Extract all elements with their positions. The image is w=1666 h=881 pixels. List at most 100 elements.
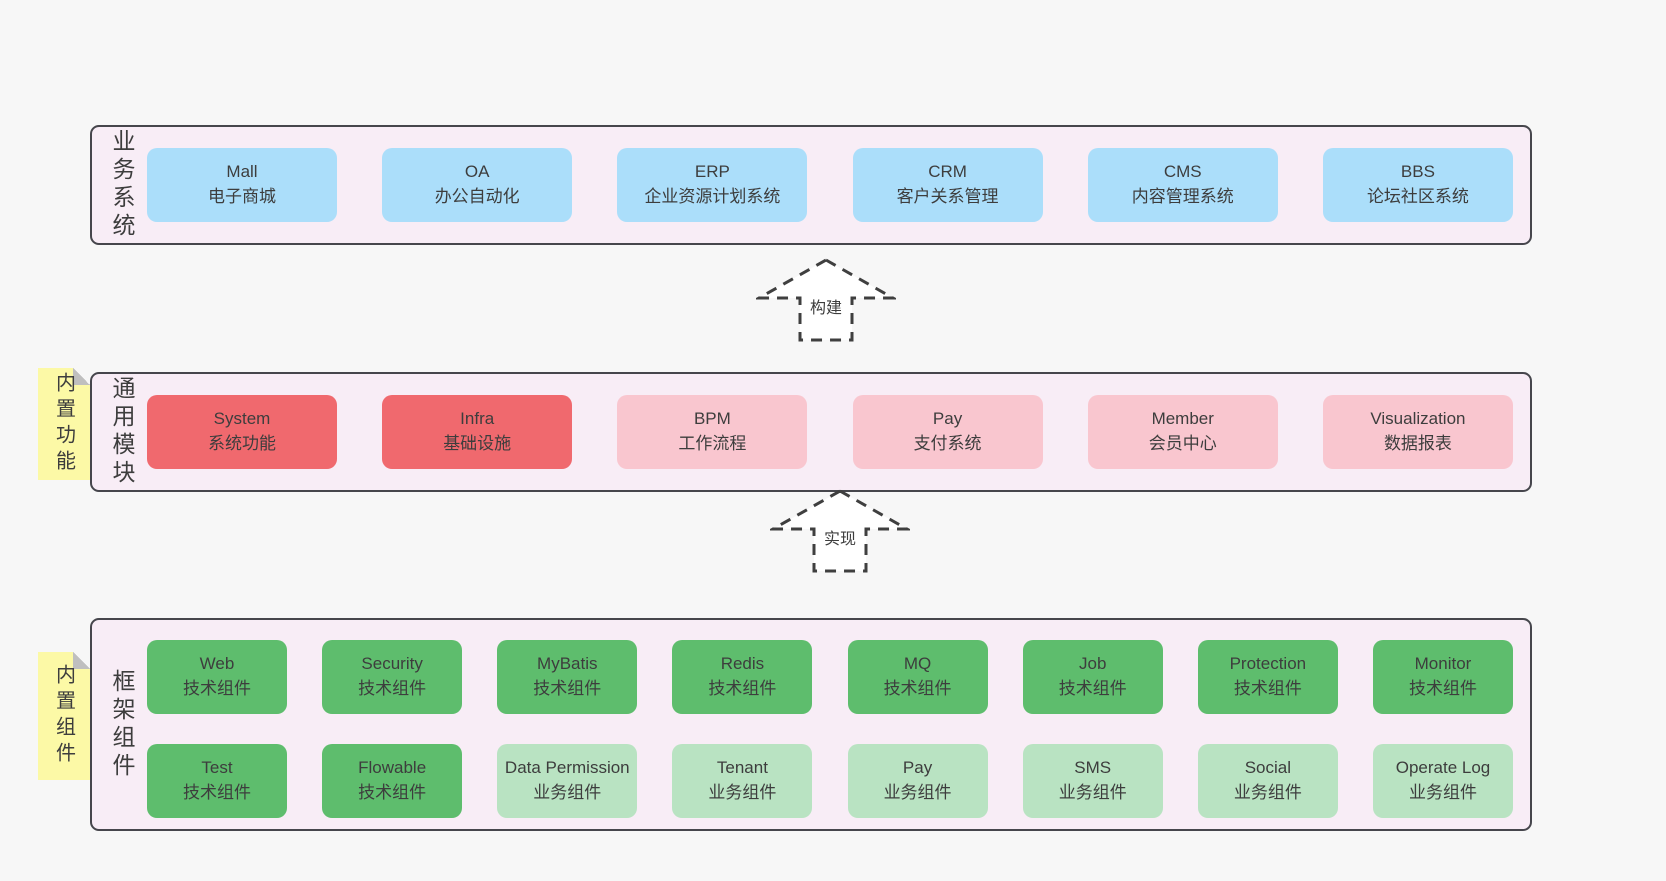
band-label-framework-components: 框架组件	[109, 668, 135, 781]
box-subtitle: 办公自动化	[434, 187, 520, 206]
box-subtitle: 论坛社区系统	[1366, 187, 1469, 206]
band-common-modules: 通用模块 System 系统功能 Infra 基础设施 BPM 工作流程 Pay…	[90, 372, 1532, 492]
box-title: Mall	[226, 162, 258, 182]
box-subtitle: 技术组件	[358, 679, 427, 698]
box-pay-system: Pay 支付系统	[852, 395, 1043, 469]
box-title: Social	[1244, 758, 1291, 778]
box-title: Pay	[902, 758, 933, 778]
box-mybatis: MyBatis 技术组件	[497, 640, 638, 714]
folded-corner-icon	[73, 368, 90, 385]
box-cms: CMS 内容管理系统	[1087, 148, 1278, 222]
box-pay-component: Pay 业务组件	[847, 744, 988, 818]
band-business-systems: 业务系统 Mall 电子商城 OA 办公自动化 ERP 企业资源计划系统 CRM…	[90, 125, 1532, 245]
box-security: Security 技术组件	[322, 640, 463, 714]
box-test: Test 技术组件	[147, 744, 287, 818]
box-subtitle: 业务组件	[1058, 783, 1127, 802]
box-flowable: Flowable 技术组件	[322, 744, 463, 818]
box-title: Job	[1078, 654, 1107, 674]
box-subtitle: 数据报表	[1383, 434, 1452, 453]
box-subtitle: 业务组件	[708, 783, 777, 802]
box-subtitle: 业务组件	[883, 783, 952, 802]
box-tenant: Tenant 业务组件	[672, 744, 813, 818]
box-visualization: Visualization 数据报表	[1322, 395, 1513, 469]
box-infra: Infra 基础设施	[382, 395, 573, 469]
box-subtitle: 技术组件	[533, 679, 602, 698]
box-title: Pay	[932, 409, 963, 429]
box-title: Test	[201, 758, 233, 778]
box-subtitle: 基础设施	[443, 434, 512, 453]
box-title: Security	[361, 654, 423, 674]
box-subtitle: 客户关系管理	[896, 187, 999, 206]
band-business-systems-content: Mall 电子商城 OA 办公自动化 ERP 企业资源计划系统 CRM 客户关系…	[147, 148, 1513, 222]
build-arrow-label: 构建	[808, 294, 844, 319]
box-title: Operate Log	[1395, 758, 1491, 778]
box-subtitle: 系统功能	[208, 434, 276, 453]
box-title: BBS	[1400, 162, 1435, 182]
framework-row-1: Web 技术组件 Security 技术组件 MyBatis 技术组件 Redi…	[147, 640, 1513, 714]
build-arrow-icon: 构建	[756, 257, 896, 343]
box-title: OA	[464, 162, 490, 182]
box-subtitle: 工作流程	[678, 434, 747, 453]
box-subtitle: 会员中心	[1148, 434, 1217, 453]
box-data-permission: Data Permission 业务组件	[497, 744, 638, 818]
box-title: BPM	[693, 409, 731, 429]
sticky-label: 内置功能	[52, 372, 75, 476]
box-social: Social 业务组件	[1197, 744, 1338, 818]
implement-arrow-icon: 实现	[770, 488, 910, 574]
box-subtitle: 电子商城	[208, 187, 276, 206]
band-label-common-modules: 通用模块	[109, 376, 135, 488]
box-subtitle: 业务组件	[1408, 783, 1477, 802]
box-mall: Mall 电子商城	[147, 148, 337, 222]
box-subtitle: 技术组件	[358, 783, 427, 802]
box-title: Member	[1151, 409, 1214, 429]
box-subtitle: 业务组件	[1233, 783, 1302, 802]
box-web: Web 技术组件	[147, 640, 287, 714]
box-title: CRM	[928, 162, 967, 182]
framework-row-2: Test 技术组件 Flowable 技术组件 Data Permission …	[147, 744, 1513, 818]
box-title: Data Permission	[504, 758, 630, 778]
box-title: ERP	[694, 162, 730, 182]
box-subtitle: 企业资源计划系统	[644, 187, 781, 206]
box-title: Flowable	[358, 758, 427, 778]
box-sms: SMS 业务组件	[1022, 744, 1163, 818]
box-operate-log: Operate Log 业务组件	[1372, 744, 1513, 818]
box-subtitle: 内容管理系统	[1131, 187, 1234, 206]
box-subtitle: 支付系统	[913, 434, 982, 453]
sticky-note-builtin-features: 内置功能	[38, 368, 90, 480]
box-title: Monitor	[1414, 654, 1472, 674]
box-subtitle: 技术组件	[183, 679, 251, 698]
box-subtitle: 技术组件	[1233, 679, 1302, 698]
box-subtitle: 技术组件	[708, 679, 777, 698]
box-bpm: BPM 工作流程	[617, 395, 808, 469]
box-title: Web	[199, 654, 235, 674]
box-subtitle: 技术组件	[883, 679, 952, 698]
box-erp: ERP 企业资源计划系统	[617, 148, 808, 222]
box-job: Job 技术组件	[1022, 640, 1163, 714]
box-mq: MQ 技术组件	[847, 640, 988, 714]
box-title: Visualization	[1370, 409, 1466, 429]
box-subtitle: 技术组件	[1058, 679, 1127, 698]
box-title: Redis	[720, 654, 765, 674]
box-oa: OA 办公自动化	[382, 148, 573, 222]
box-title: SMS	[1074, 758, 1112, 778]
band-label-business-systems: 业务系统	[109, 129, 135, 241]
sticky-note-builtin-components: 内置组件	[38, 652, 90, 780]
band-framework-components-content: Web 技术组件 Security 技术组件 MyBatis 技术组件 Redi…	[147, 640, 1513, 818]
box-member: Member 会员中心	[1087, 395, 1278, 469]
box-title: System	[213, 409, 271, 429]
box-title: MyBatis	[537, 654, 598, 674]
box-subtitle: 业务组件	[533, 783, 602, 802]
box-monitor: Monitor 技术组件	[1372, 640, 1513, 714]
implement-arrow-label: 实现	[822, 525, 858, 550]
folded-corner-icon	[73, 652, 90, 669]
box-title: Tenant	[716, 758, 768, 778]
box-system: System 系统功能	[147, 395, 337, 469]
box-subtitle: 技术组件	[183, 783, 251, 802]
box-title: CMS	[1163, 162, 1202, 182]
sticky-label: 内置组件	[52, 664, 75, 768]
box-title: MQ	[903, 654, 932, 674]
box-title: Protection	[1229, 654, 1307, 674]
band-common-modules-content: System 系统功能 Infra 基础设施 BPM 工作流程 Pay 支付系统…	[147, 395, 1513, 469]
box-crm: CRM 客户关系管理	[852, 148, 1043, 222]
